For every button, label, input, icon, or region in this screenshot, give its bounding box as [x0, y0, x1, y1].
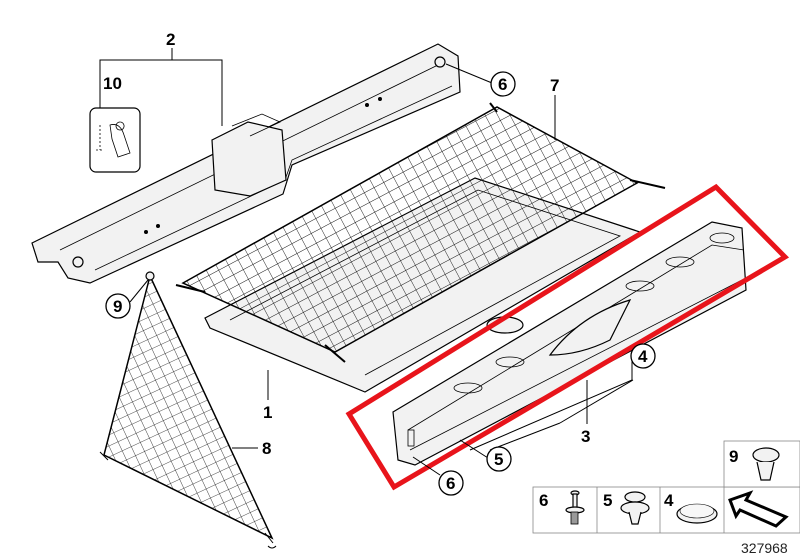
- label-part-4: 4: [638, 347, 648, 366]
- label-part-5: 5: [494, 450, 503, 469]
- label-part-1: 1: [263, 403, 272, 422]
- highlight-box: [345, 183, 790, 491]
- child-seat-label-part-10: [89, 107, 141, 173]
- label-part-10: 10: [103, 74, 122, 93]
- inset-label-4: 4: [664, 491, 674, 510]
- label-part-2: 2: [166, 30, 175, 49]
- label-circle: [105, 293, 131, 319]
- push-rivet-icon: [565, 490, 585, 525]
- plug-cap-icon: [676, 503, 718, 524]
- inset-label-6: 6: [539, 491, 548, 510]
- side-net-part-8: [99, 271, 277, 549]
- label-part-9: 9: [113, 297, 122, 316]
- label-part-7: 7: [550, 76, 559, 95]
- loading-sill-trim-part-3: [392, 221, 747, 466]
- expansion-clip-icon: [752, 447, 780, 481]
- document-number: 327968: [741, 540, 788, 556]
- label-part-8: 8: [262, 439, 271, 458]
- trim-panel-part-2: [31, 43, 461, 284]
- cargo-net-part-7: [175, 102, 666, 363]
- label-circle: [630, 343, 656, 369]
- label-circle: [438, 470, 464, 496]
- leader-lines: [99, 48, 634, 476]
- arrow-icon: [728, 490, 789, 528]
- inset-label-9: 9: [729, 447, 738, 466]
- label-circle: [486, 446, 512, 472]
- label-part-3: 3: [581, 427, 590, 446]
- clip-icon: [620, 491, 650, 525]
- label-circle: [490, 71, 516, 97]
- fastener-inset: 6 5 4 9: [532, 440, 800, 534]
- label-part-6-top: 6: [498, 75, 507, 94]
- inset-label-5: 5: [603, 491, 612, 510]
- label-part-6-bottom: 6: [446, 474, 455, 493]
